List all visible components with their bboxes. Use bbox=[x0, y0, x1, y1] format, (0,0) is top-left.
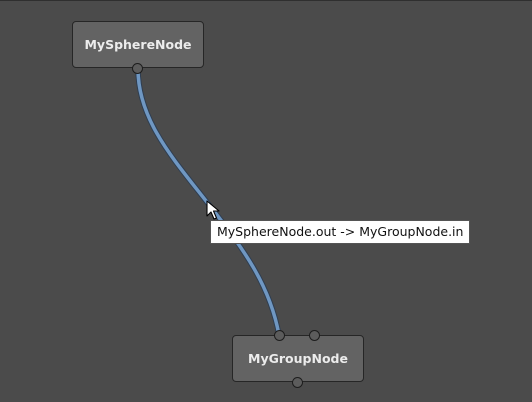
tooltip-text: MySphereNode.out -> MyGroupNode.in bbox=[217, 224, 464, 239]
port-mygroup-out[interactable] bbox=[292, 377, 303, 388]
node-label: MyGroupNode bbox=[248, 351, 348, 366]
node-mygroup[interactable]: MyGroupNode bbox=[232, 335, 364, 382]
connection-tooltip: MySphereNode.out -> MyGroupNode.in bbox=[210, 220, 471, 244]
mouse-pointer-icon bbox=[206, 200, 220, 220]
node-mysphere[interactable]: MySphereNode bbox=[72, 21, 204, 68]
node-label: MySphereNode bbox=[84, 37, 192, 52]
port-mygroup-in-secondary[interactable] bbox=[309, 330, 320, 341]
port-mygroup-in[interactable] bbox=[274, 330, 285, 341]
port-mysphere-out[interactable] bbox=[132, 63, 143, 74]
